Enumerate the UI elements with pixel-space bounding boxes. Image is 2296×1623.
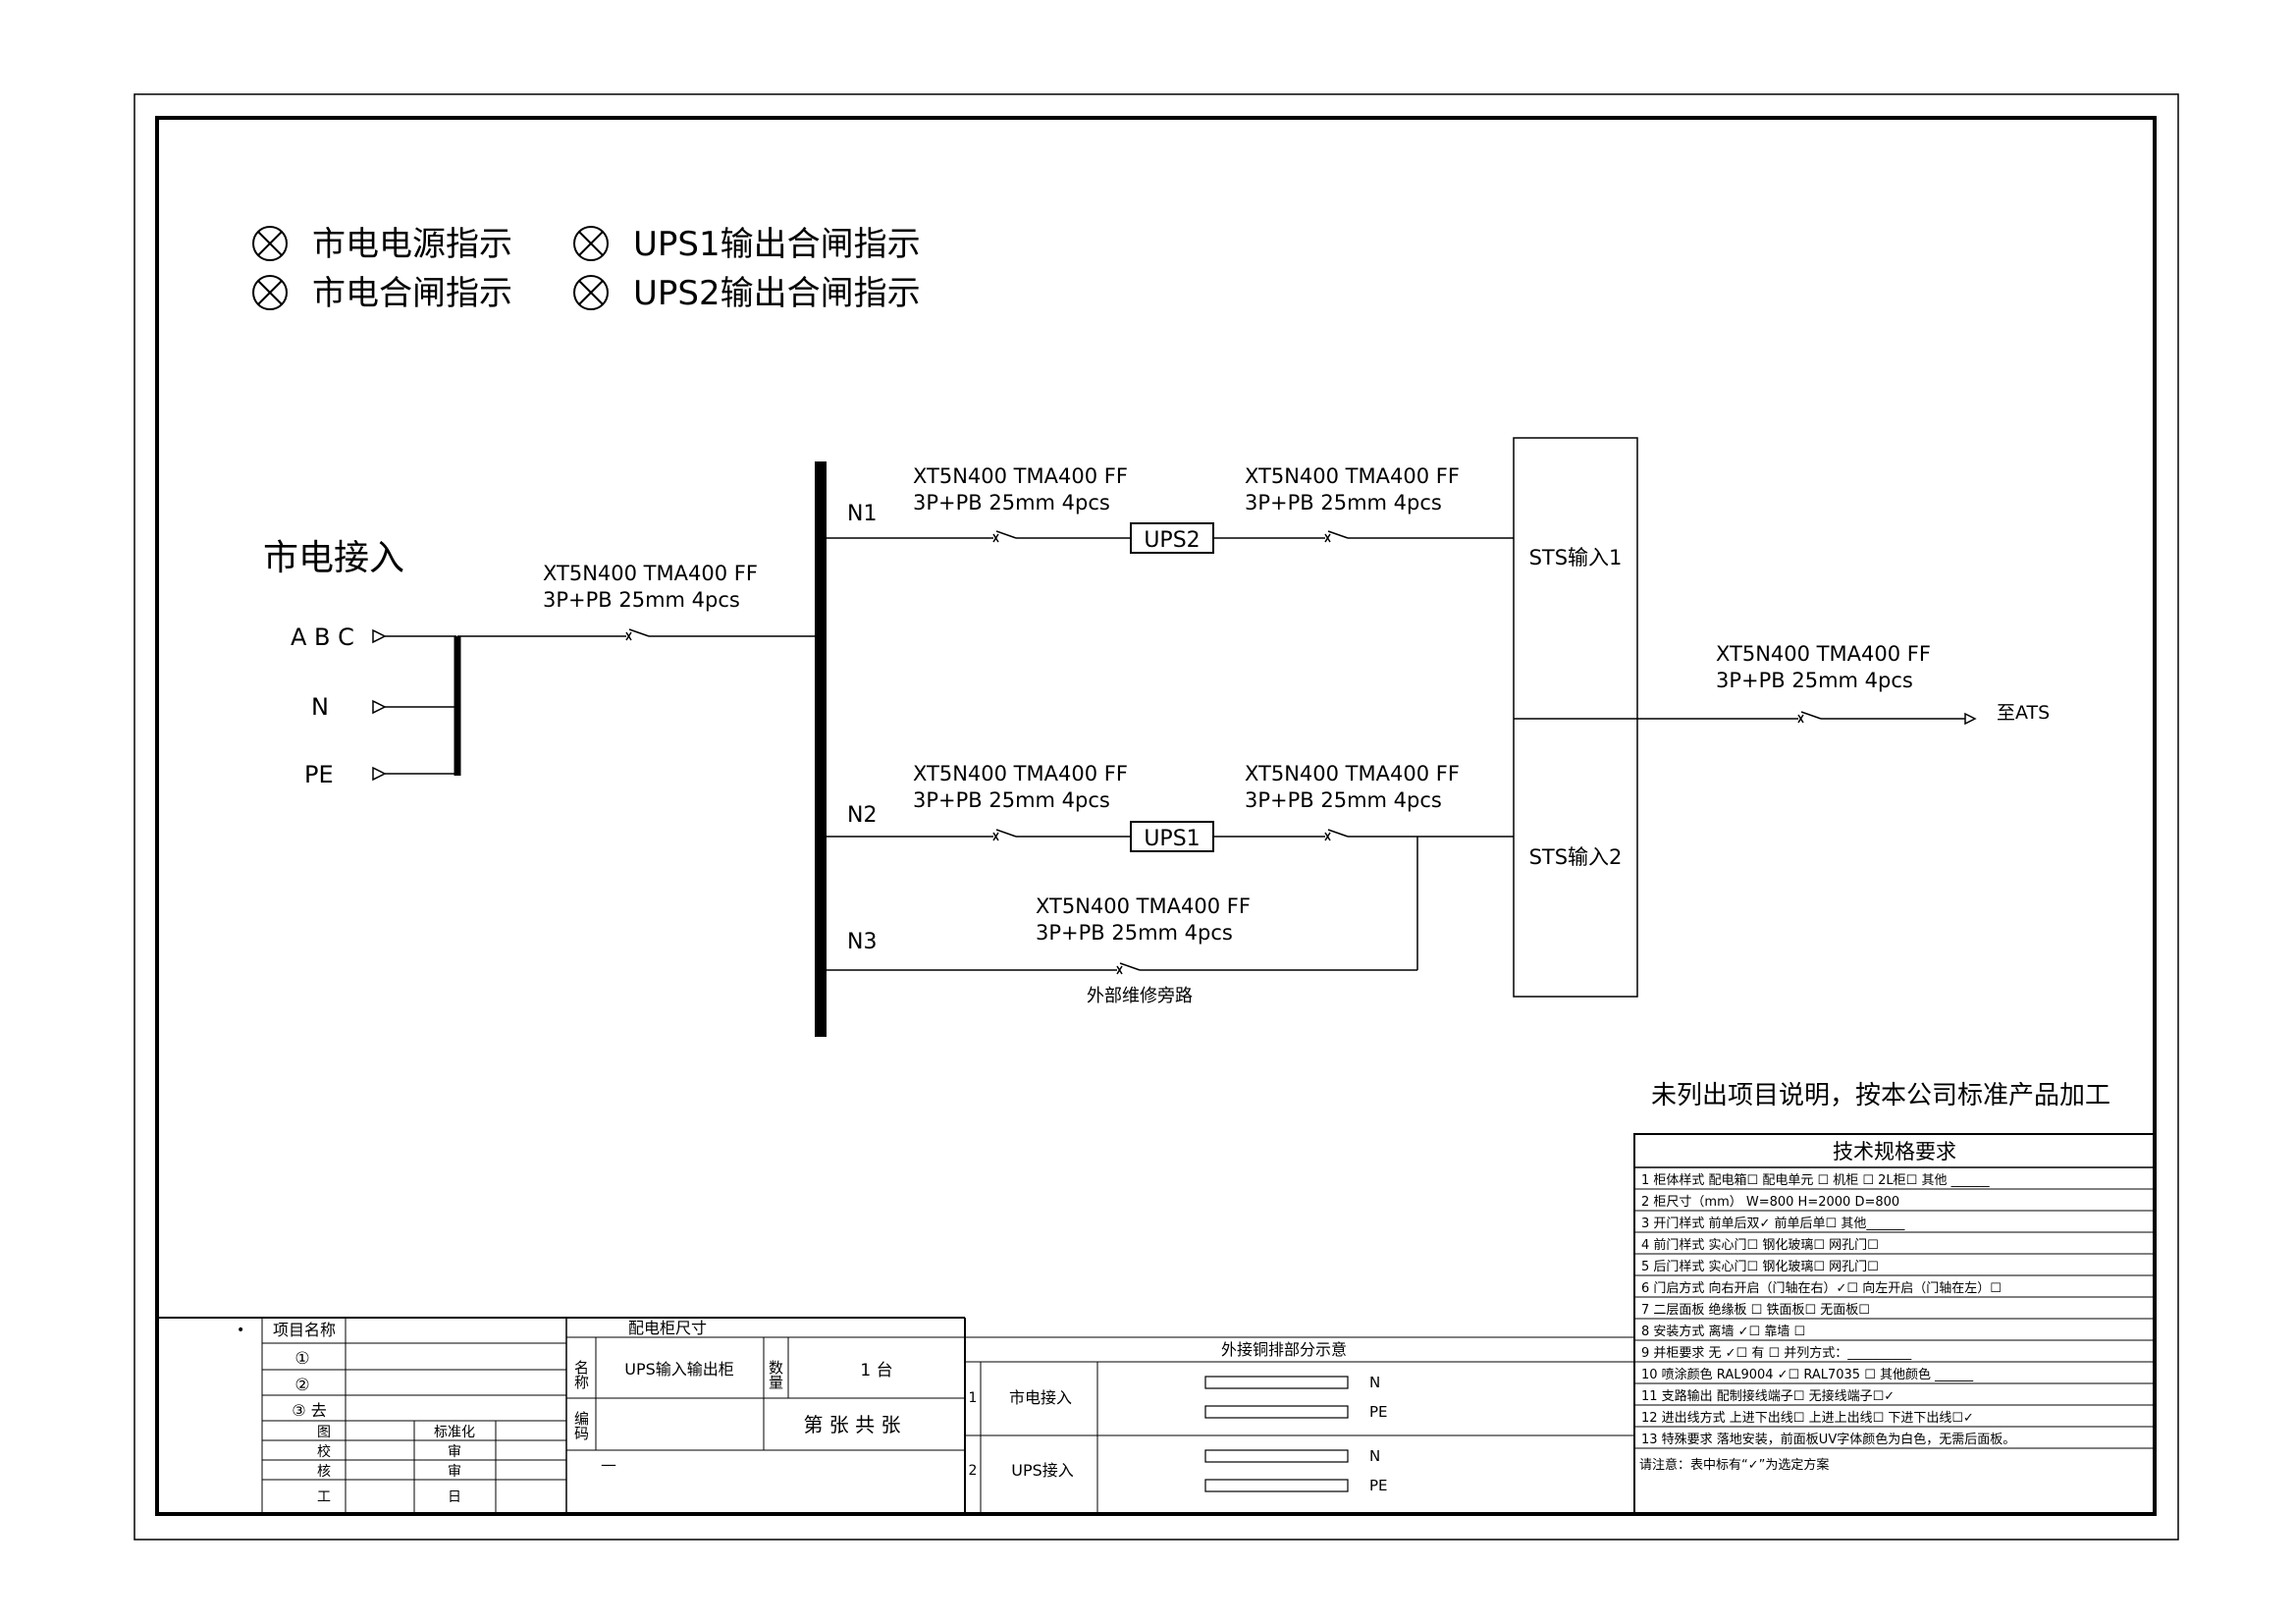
spec-row: 2 柜尺寸（mm） W=800 H=2000 D=800 [1641,1195,1899,1210]
ups1-box [1130,821,1214,852]
ups2-label: UPS2 [1144,528,1200,553]
title-row-label: ① [294,1349,309,1369]
bypass-label: 外部维修旁路 [1087,986,1193,1006]
indicator-lamp-icon [252,275,288,310]
breaker-label: 3P+PB 25mm 4pcs [1245,491,1442,514]
ups2-box [1130,522,1214,554]
busbar-row-no: 2 [969,1463,978,1479]
title-small-label: 校 [317,1443,331,1460]
branch-n1-line [827,530,1514,543]
title-small-label: 审 [448,1444,461,1460]
breaker-label: XT5N400 TMA400 FF [913,762,1128,785]
sts-input1-label: STS输入1 [1529,546,1623,569]
busbar-row-no: 1 [969,1390,978,1406]
spec-table [1633,1133,2156,1515]
spec-row: 13 特殊要求 落地安装，前面板UV字体颜色为白色，无需后面板。 [1641,1432,2015,1447]
branch-n2-label: N2 [847,803,877,828]
title-small-label: 日 [448,1489,461,1505]
bullet-mark: • [237,1323,244,1338]
breaker-label: XT5N400 TMA400 FF [1245,464,1460,488]
title-small-label: 审 [448,1464,461,1480]
cabinet-size-label: 配电柜尺寸 [628,1319,707,1337]
legend-label: 市电电源指示 [312,225,512,264]
legend-label: 市电合闸指示 [312,274,512,313]
branch-n1-label: N1 [847,502,877,526]
busbar-row-name: 市电接入 [1009,1388,1072,1407]
title-small-label: 标准化 [434,1425,475,1440]
busbar-row-label: N [1369,1447,1380,1465]
indicator-lamp-icon [252,226,288,261]
title-small-label: 核 [317,1464,331,1480]
input-terminals [372,628,461,782]
code-label: 编码 [572,1411,590,1440]
spec-row: 5 后门样式 实心门☐ 钢化玻璃☐ 网孔门☐ [1641,1260,1879,1274]
indicator-lamp-icon [573,226,609,261]
spec-row: 7 二层面板 绝缘板 ☐ 铁面板☐ 无面板☐ [1641,1302,1870,1318]
spec-footnote: 请注意：表中标有“✓”为选定方案 [1639,1457,1829,1473]
main-breaker [457,628,815,641]
busbar-row-label: PE [1369,1403,1388,1421]
spec-row: 12 进出线方式 上进下出线☐ 上进上出线☐ 下进下出线☐✓ [1641,1410,1974,1426]
general-note: 未列出项目说明，按本公司标准产品加工 [1651,1081,2110,1110]
spec-row: 4 前门样式 实心门☐ 钢化玻璃☐ 网孔门☐ [1641,1237,1879,1253]
legend-label: UPS1输出合闸指示 [633,225,921,264]
busbar-title: 外接铜排部分示意 [1221,1340,1347,1359]
busbar-row-name: UPS接入 [1011,1461,1074,1480]
breaker-label: XT5N400 TMA400 FF [543,562,758,585]
title-row-label: ③ 去 [292,1401,326,1420]
to-ats-label: 至ATS [1997,702,2050,724]
spec-row: 10 喷涂颜色 RAL9004 ✓☐ RAL7035 ☐ 其他颜色 ______ [1641,1367,1974,1382]
phase-label-pe: PE [304,761,334,788]
indicator-lamp-icon [573,275,609,310]
mains-input-title: 市电接入 [263,538,404,578]
legend-label: UPS2输出合闸指示 [633,274,921,313]
title-block [157,1317,966,1514]
breaker-label: 3P+PB 25mm 4pcs [1036,921,1233,945]
title-small-label: 图 [317,1425,331,1440]
branch-n3-line [827,962,1417,975]
sts-input2-label: STS输入2 [1529,845,1623,869]
breaker-label: XT5N400 TMA400 FF [913,464,1128,488]
output-line [1637,711,1977,726]
title-row-label: ② [294,1376,309,1395]
spec-row: 6 门启方式 向右开启（门轴在右）✓☐ 向左开启（门轴在左）☐ [1641,1280,2002,1296]
qty-label: 数量 [767,1360,784,1389]
sts-box [1513,437,1638,998]
title-dash: — [601,1455,616,1474]
project-name-label: 项目名称 [273,1321,336,1339]
breaker-label: XT5N400 TMA400 FF [1036,894,1251,918]
spec-row: 9 并柜要求 无 ✓☐ 有 ☐ 并列方式：__________ [1641,1345,1912,1361]
breaker-label: 3P+PB 25mm 4pcs [913,788,1110,812]
spec-row: 3 开门样式 前单后双✓ 前单后单☐ 其他______ [1641,1216,1905,1231]
name-label: 名称 [572,1360,590,1390]
spec-title: 技术规格要求 [1833,1140,1956,1163]
breaker-label: 3P+PB 25mm 4pcs [543,588,740,612]
spec-row: 1 柜体样式 配电箱☐ 配电单元 ☐ 机柜 ☐ 2L柜☐ 其他 ______ [1641,1172,1990,1188]
phase-label-n: N [311,693,329,721]
legend: 市电电源指示 UPS1输出合闸指示 市电合闸指示 UPS2输出合闸指示 [252,225,921,313]
spec-row: 11 支路输出 配制接线端子☐ 无接线端子☐✓ [1641,1388,1895,1404]
ups1-label: UPS1 [1144,827,1200,851]
qty-value: 1 台 [860,1361,892,1380]
breaker-label: XT5N400 TMA400 FF [1245,762,1460,785]
breaker-label: XT5N400 TMA400 FF [1716,642,1931,666]
busbar-row-label: PE [1369,1477,1388,1494]
title-small-label: 工 [317,1489,331,1505]
outer-frame [133,93,2179,1541]
branch-n3-label: N3 [847,930,877,954]
spec-row: 8 安装方式 离墙 ✓☐ 靠墙 ☐ [1641,1324,1805,1339]
phase-label-abc: A B C [291,623,354,651]
branch-n2-line [827,829,1514,970]
cabinet-name-value: UPS输入输出柜 [624,1360,734,1379]
sheet-label: 第 张 共 张 [803,1413,900,1436]
inner-frame [155,116,2157,1516]
busbar-row-label: N [1369,1374,1380,1391]
breaker-label: 3P+PB 25mm 4pcs [913,491,1110,514]
breaker-label: 3P+PB 25mm 4pcs [1716,669,1913,692]
breaker-label: 3P+PB 25mm 4pcs [1245,788,1442,812]
busbar-table [965,1336,1634,1514]
